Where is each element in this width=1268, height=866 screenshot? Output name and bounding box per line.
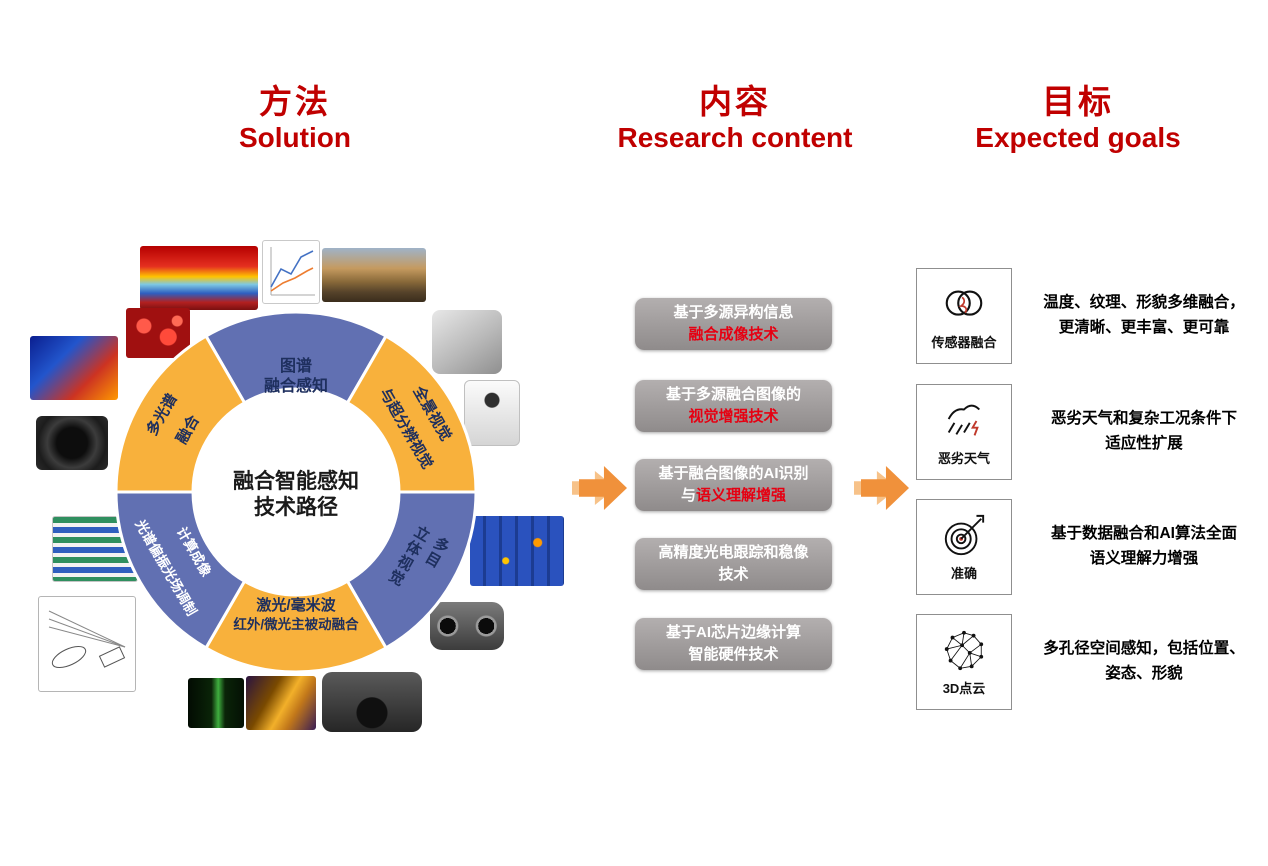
goal-label: 3D点云 — [942, 680, 986, 696]
solution-ring-diagram: 图谱 融合感知 全景视觉 与超分辨视觉 激光/毫米波 红外/微光主被动融合 光谱… — [114, 310, 478, 674]
thumb-polarization-thermal-map — [30, 336, 118, 400]
header-solution-en: Solution — [239, 122, 351, 154]
optical-path-diagram-icon — [48, 610, 126, 669]
research-box-line1: 基于AI芯片边缘计算 — [665, 624, 801, 642]
bad-weather-icon — [947, 404, 981, 436]
thumb-white-camera-device — [464, 380, 520, 446]
goal-desc-line1: 基于数据融合和AI算法全面 — [1050, 525, 1237, 543]
research-box-line2: 技术 — [718, 564, 748, 586]
ring-center-title-1: 融合智能感知 — [233, 469, 359, 493]
thumb-pipeline-photo — [322, 248, 426, 302]
point-cloud-icon — [944, 630, 984, 670]
research-box-line2: 视觉增强技术 — [688, 406, 778, 428]
thumb-optical-path-diagram — [38, 596, 136, 692]
header-goals-en: Expected goals — [975, 122, 1181, 154]
line2-red-part: 融合成像技术 — [688, 326, 779, 343]
ring-label-tupu-1: 图谱 — [280, 356, 312, 375]
line2-red-part: 语义理解增强 — [696, 487, 787, 504]
thumb-thermal-strawberry-cube — [140, 246, 258, 310]
line2-red-part: 视觉增强技术 — [688, 408, 779, 425]
goal-box-3d-point-cloud: 3D点云 — [916, 614, 1012, 710]
goal-desc-line1: 恶劣天气和复杂工况条件下 — [1050, 410, 1237, 428]
research-box-edge-computing-hardware: 基于AI芯片边缘计算 智能硬件技术 — [635, 618, 832, 670]
arrow-front-shape — [861, 466, 909, 510]
header-content: 内容 Research content — [585, 83, 885, 154]
goal-desc-line1: 温度、纹理、形貌多维融合， — [1043, 294, 1245, 312]
header-goals-zh: 目标 — [1042, 83, 1114, 120]
goal-box-bad-weather: 恶劣天气 — [916, 384, 1012, 480]
thumb-strawberry-rgb-image — [126, 308, 190, 358]
point-cloud-edges — [946, 631, 982, 669]
thumb-panoramic-camera-cluster — [432, 310, 502, 374]
goal-desc-line2: 更清晰、更丰富、更可靠 — [1058, 319, 1230, 336]
goal-desc-sensor-fusion: 温度、纹理、形貌多维融合， 更清晰、更丰富、更可靠 — [1020, 268, 1268, 364]
header-goals: 目标 Expected goals — [928, 83, 1228, 154]
research-box-line1: 高精度光电跟踪和稳像 — [658, 544, 809, 562]
ring-label-tupu-2: 融合感知 — [264, 376, 328, 395]
sensor-fusion-icon — [945, 290, 983, 316]
research-box-line2: 智能硬件技术 — [688, 644, 778, 666]
research-box-tracking-stabilization: 高精度光电跟踪和稳像 技术 — [635, 538, 832, 590]
thumb-infrared-image — [246, 676, 316, 730]
ring-label-laser-1: 激光/毫米波 — [256, 596, 336, 614]
header-solution-zh: 方法 — [259, 83, 331, 120]
line2-white-part: 与 — [680, 487, 696, 504]
research-box-line1: 基于多源异构信息 — [673, 304, 794, 322]
goal-desc-3d-point-cloud: 多孔径空间感知，包括位置、 姿态、形貌 — [1020, 614, 1268, 710]
thumb-lens-barrel-photo — [36, 416, 108, 470]
line2-white-part: 技术 — [718, 566, 749, 583]
arrow-solution-to-content-icon — [572, 466, 628, 510]
goal-desc-line1: 多孔径空间感知，包括位置、 — [1043, 640, 1245, 658]
thumb-stereo-depth-boxes — [470, 516, 564, 586]
header-content-en: Research content — [617, 122, 853, 154]
research-box-line2: 与语义理解增强 — [681, 485, 786, 507]
research-box-vision-enhancement: 基于多源融合图像的 视觉增强技术 — [635, 380, 832, 432]
thumb-stereo-camera — [430, 602, 504, 650]
ring-center-title-2: 技术路径 — [254, 495, 338, 519]
goal-desc-line2: 适应性扩展 — [1105, 435, 1183, 452]
thumb-gimbal-camera — [322, 672, 422, 732]
header-solution: 方法 Solution — [165, 83, 425, 154]
target-accuracy-icon — [944, 514, 985, 555]
goal-label: 恶劣天气 — [937, 450, 990, 466]
goal-desc-accuracy: 基于数据融合和AI算法全面 语义理解力增强 — [1020, 499, 1268, 595]
goal-desc-line2: 语义理解力增强 — [1089, 550, 1199, 567]
arrow-content-to-goals-icon — [854, 466, 910, 510]
ring-segments-group — [114, 310, 478, 674]
research-box-line2: 融合成像技术 — [688, 324, 778, 346]
goal-box-sensor-fusion: 传感器融合 — [916, 268, 1012, 364]
research-box-line1: 基于融合图像的AI识别 — [658, 465, 809, 483]
point-cloud-nodes — [944, 630, 984, 670]
goal-box-accuracy: 准确 — [916, 499, 1012, 595]
goal-desc-bad-weather: 恶劣天气和复杂工况条件下 适应性扩展 — [1020, 384, 1268, 480]
ring-label-laser-2: 红外/微光主被动融合 — [233, 616, 359, 632]
header-content-zh: 内容 — [699, 83, 771, 120]
line2-white-part: 智能硬件技术 — [688, 646, 779, 663]
goal-label: 准确 — [950, 565, 977, 581]
goal-label: 传感器融合 — [931, 334, 997, 350]
arrow-front-shape — [579, 466, 627, 510]
thumb-spectral-curve-chart — [262, 240, 320, 304]
research-box-ai-recognition: 基于融合图像的AI识别 与语义理解增强 — [635, 459, 832, 511]
spectral-curve-chart-icon — [270, 247, 315, 296]
research-box-line1: 基于多源融合图像的 — [665, 386, 801, 404]
ring-segment-multispectral-fusion — [114, 334, 247, 494]
research-box-fusion-imaging: 基于多源异构信息 融合成像技术 — [635, 298, 832, 350]
goal-desc-line2: 姿态、形貌 — [1105, 665, 1183, 682]
thumb-lowlight-ship-image — [188, 678, 244, 728]
